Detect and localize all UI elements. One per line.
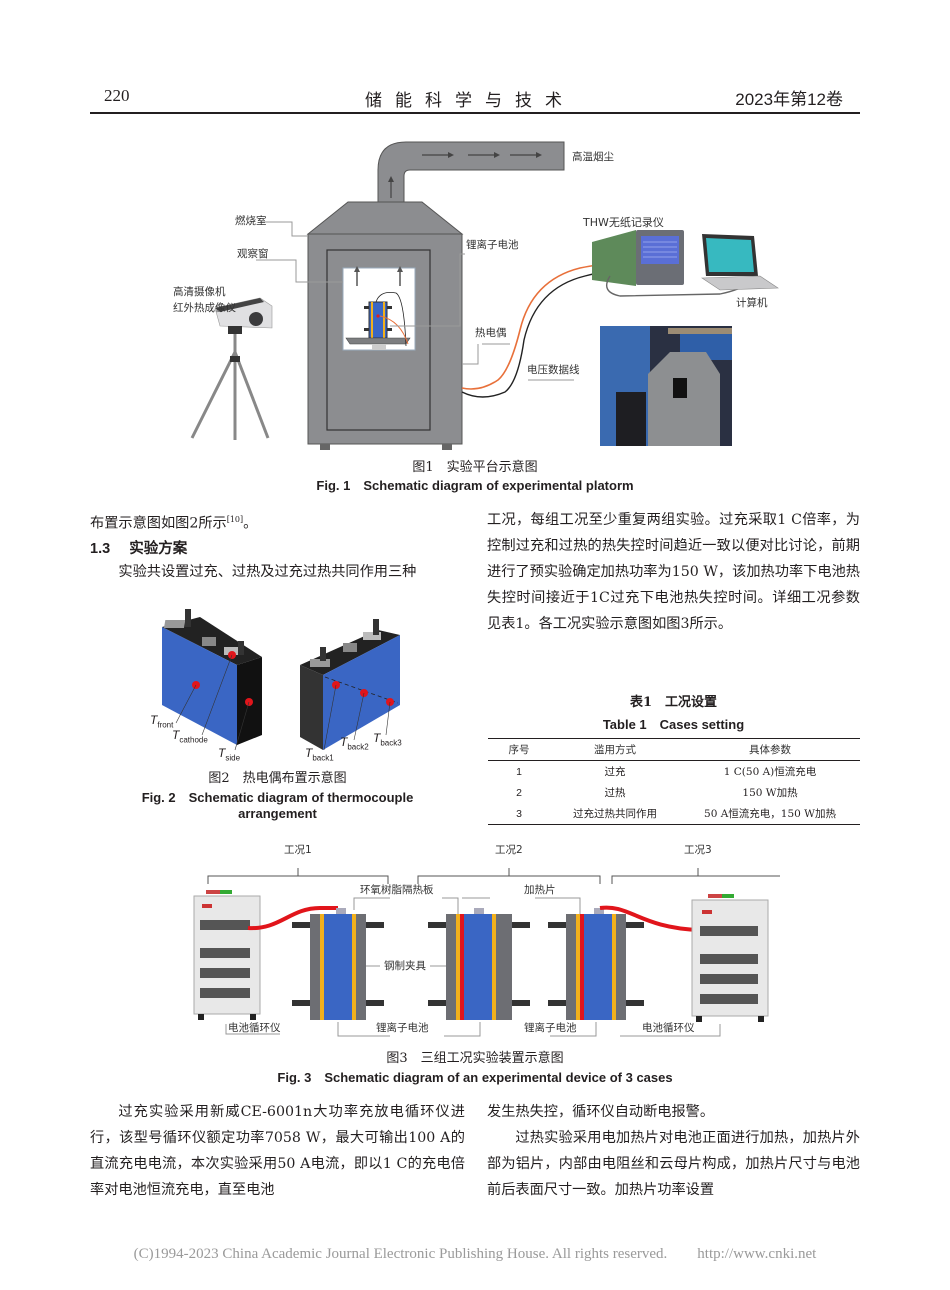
table-row: 1 过充 1 C(50 A)恒流充电: [488, 761, 860, 783]
label-case1: 工况1: [284, 844, 312, 856]
cases-setting-table: 序号 滥用方式 具体参数 1 过充 1 C(50 A)恒流充电 2 过热 150…: [488, 738, 860, 825]
t-symbol: T: [150, 713, 158, 727]
copyright-footer: (C)1994-2023 China Academic Journal Elec…: [133, 1246, 817, 1262]
cell-mode: 过充过热共同作用: [550, 803, 680, 825]
cell-params: 150 W加热: [742, 787, 798, 799]
label-steel-clamp: 钢制夹具: [384, 960, 426, 972]
label-t-back3: Tback3: [373, 731, 402, 747]
t-back1-sub: back1: [312, 753, 334, 763]
table-1-title-cn: 表1 工况设置: [629, 695, 718, 710]
para1-end: 。: [243, 515, 258, 532]
bottom-right-paragraph-1: 发生热失控，循环仪自动断电报警。: [487, 1104, 715, 1120]
label-case3: 工况3: [684, 844, 712, 856]
figure-1: 高温烟尘 燃烧室 观察窗 高清摄像机 红外热成像仪 锂离子电池 热电偶 电压数据…: [160, 130, 810, 450]
t-symbol: T: [172, 728, 180, 742]
cell-params: 1 C(50 A)恒流充电: [723, 766, 817, 778]
figure-2-caption-cn: 图2 热电偶布置示意图: [208, 771, 347, 786]
figure-2-caption-en-line2: arrangement: [238, 806, 317, 821]
para1-text: 布置示意图如图2所示: [90, 515, 227, 532]
table-1-title-en: Table 1 Cases setting: [602, 717, 745, 732]
label-combustion-chamber: 燃烧室: [235, 215, 267, 227]
cell-index: 2: [516, 786, 522, 799]
label-epoxy-board: 环氧树脂隔热板: [360, 884, 434, 896]
section-heading: 1.3 实验方案: [90, 537, 187, 558]
header-rule: [90, 112, 860, 114]
t-symbol: T: [305, 746, 313, 760]
label-cycler-right: 电池循环仪: [642, 1022, 695, 1034]
label-t-cathode: Tcathode: [172, 728, 208, 744]
t-back2-sub: back2: [347, 742, 369, 752]
label-battery-right: 锂离子电池: [524, 1022, 577, 1034]
label-battery: 锂离子电池: [466, 239, 519, 251]
figure-3: 工况1 工况2 工况3 环氧树脂隔热板 加热片 钢制夹具 电池循环仪 锂离子电池…: [180, 838, 791, 1038]
figure-3-caption-en: Fig. 3 Schematic diagram of an experimen…: [277, 1070, 673, 1085]
section-title: 实验方案: [129, 540, 188, 557]
label-camera-line1: 高清摄像机: [173, 286, 226, 298]
t-side-sub: side: [225, 753, 241, 763]
label-cycler-left: 电池循环仪: [228, 1022, 281, 1034]
table-row: 2 过热 150 W加热: [488, 782, 860, 803]
label-battery-left: 锂离子电池: [376, 1022, 429, 1034]
cell-mode: 过充: [604, 766, 626, 778]
experimental-platform-diagram: [190, 141, 779, 450]
cell-params: 50 A恒流充电，150 W加热: [680, 803, 860, 825]
label-smoke: 高温烟尘: [572, 151, 614, 163]
label-heater: 加热片: [524, 884, 556, 896]
t-cathode-sub: cathode: [179, 735, 208, 745]
cell-mode: 过热: [604, 787, 626, 799]
header-abuse-mode: 滥用方式: [550, 738, 680, 761]
label-t-side: Tside: [218, 746, 240, 762]
figure-2-caption-en-line1: Fig. 2 Schematic diagram of thermocouple: [141, 790, 414, 805]
label-t-front: Tfront: [150, 713, 173, 729]
figure-1-caption-cn: 图1 实验平台示意图: [412, 460, 538, 475]
label-thermocouple: 热电偶: [475, 327, 507, 339]
three-cases-device-diagram: [193, 868, 791, 1037]
t-symbol: T: [340, 735, 348, 749]
t-symbol: T: [218, 746, 226, 760]
label-voltage-line: 电压数据线: [527, 364, 580, 376]
journal-name: 储能科学与技术: [365, 91, 575, 111]
label-t-back2: Tback2: [340, 735, 369, 751]
section-number: 1.3: [90, 541, 111, 557]
label-observation-window: 观察窗: [237, 248, 269, 260]
figure-2: Tfront Tcathode Tside Tback1 Tback2 Tbac…: [140, 605, 440, 765]
page-number: 220: [104, 86, 130, 105]
issue-label: 2023年第12卷: [735, 90, 843, 109]
label-computer: 计算机: [736, 297, 768, 309]
cell-index: 3: [488, 803, 550, 825]
right-paragraph: 工况，每组工况至少重复两组实验。过充采取1 C倍率，为控制过充和过热的热失控时间…: [487, 512, 860, 632]
t-front-sub: front: [157, 720, 174, 730]
table-header-row: 序号 滥用方式 具体参数: [488, 738, 860, 761]
figure-1-caption-en: Fig. 1 Schematic diagram of experimental…: [316, 478, 634, 493]
t-back3-sub: back3: [380, 738, 402, 748]
figure-3-caption-cn: 图3 三组工况实验装置示意图: [386, 1051, 564, 1066]
table-row: 3 过充过热共同作用 50 A恒流充电，150 W加热: [488, 803, 860, 825]
header-parameters: 具体参数: [680, 738, 860, 761]
left-paragraph-2: 实验共设置过充、过热及过充过热共同作用三种: [118, 564, 417, 580]
label-recorder: THW无纸记录仪: [583, 216, 664, 229]
bottom-left-paragraph: 过充实验采用新威CE-6001n大功率充放电循环仪进行，该型号循环仪额定功率70…: [90, 1104, 465, 1198]
bottom-right-paragraph-2: 过热实验采用电加热片对电池正面进行加热，加热片外部为铝片，内部由电阻丝和云母片构…: [487, 1130, 860, 1198]
thermocouple-arrangement-diagram: [162, 609, 400, 751]
left-paragraph-1: 布置示意图如图2所示[10]。: [90, 507, 465, 537]
cell-index: 1: [516, 765, 522, 778]
label-t-back1: Tback1: [305, 746, 334, 762]
header-index: 序号: [488, 738, 550, 761]
label-camera-line2: 红外热成像仪: [173, 302, 236, 314]
t-symbol: T: [373, 731, 381, 745]
citation-ref: [10]: [226, 515, 244, 524]
label-case2: 工况2: [495, 844, 523, 856]
